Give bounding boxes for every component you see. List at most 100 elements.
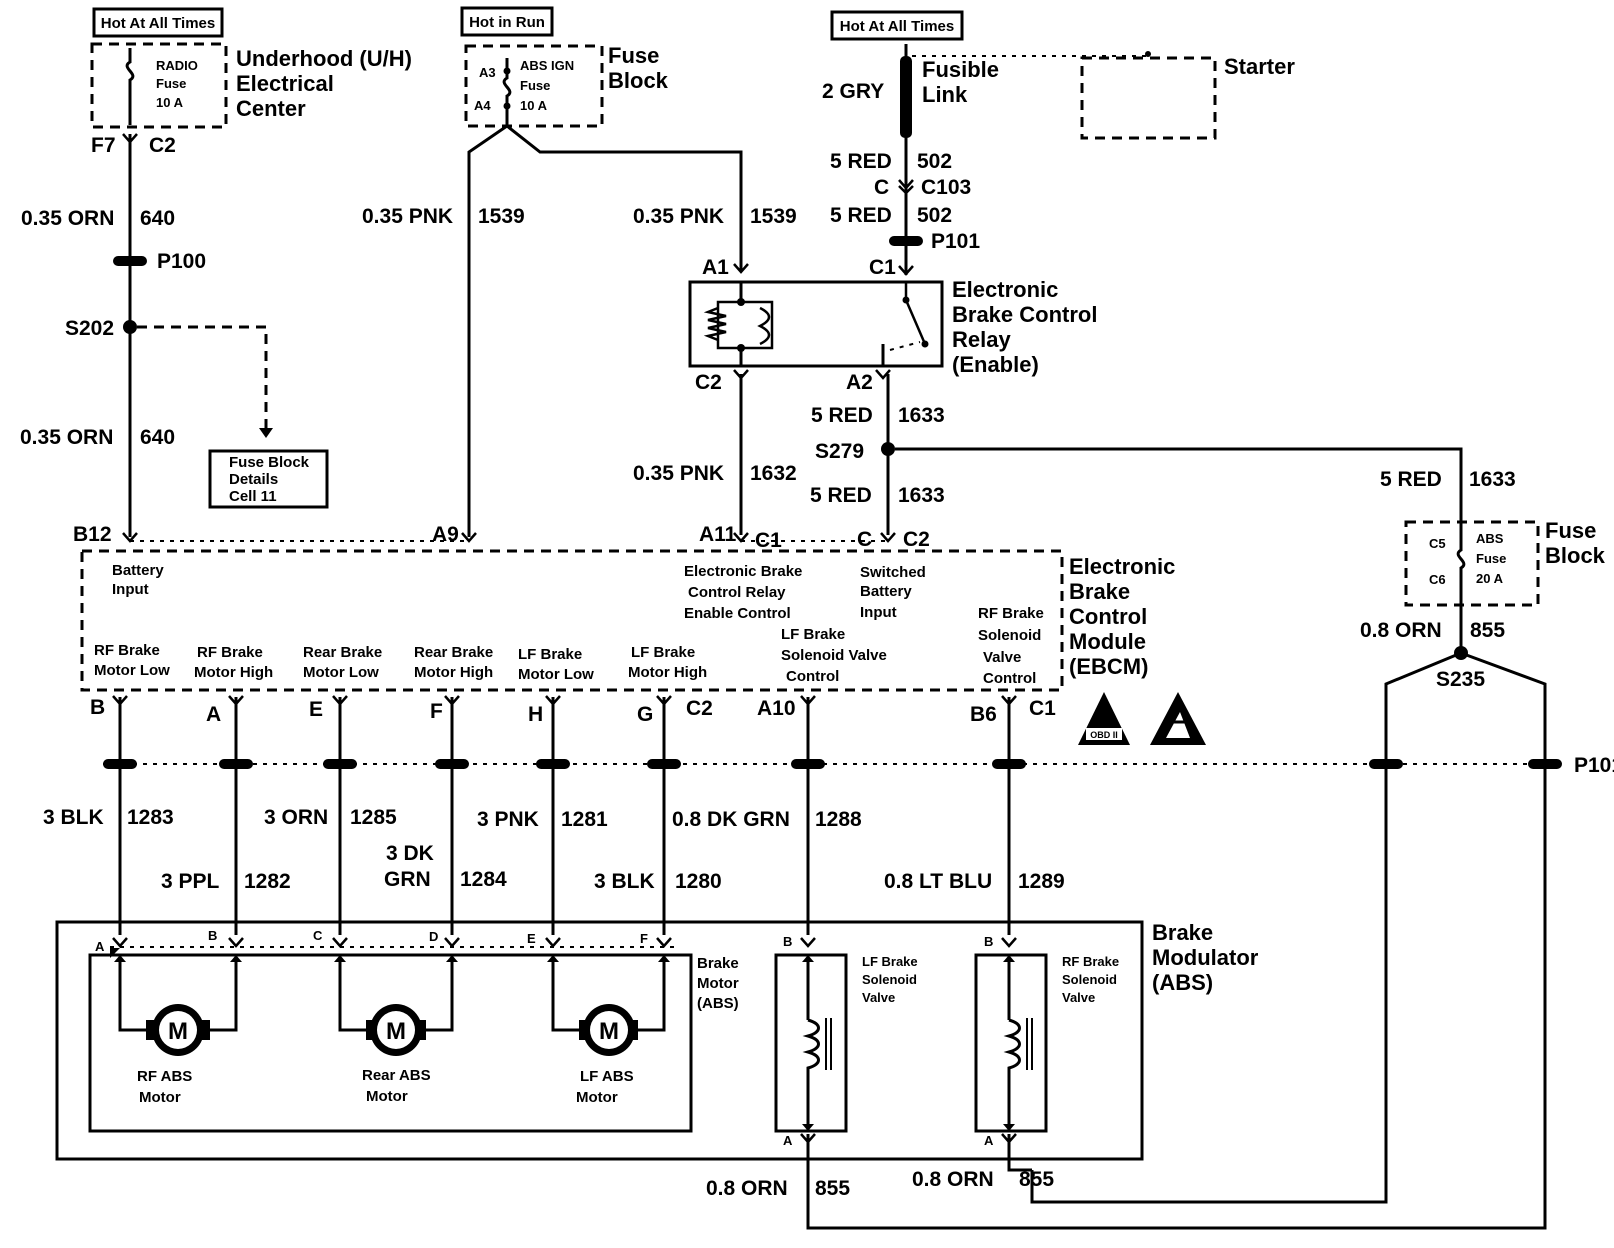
svg-text:Electrical: Electrical bbox=[236, 71, 334, 96]
svg-text:0.35 ORN: 0.35 ORN bbox=[20, 426, 113, 449]
svg-text:Electronic: Electronic bbox=[952, 277, 1058, 302]
svg-text:Electronic: Electronic bbox=[1069, 554, 1175, 579]
svg-text:C2: C2 bbox=[903, 528, 930, 551]
svg-text:Valve: Valve bbox=[862, 990, 895, 1005]
svg-text:Fuse Block: Fuse Block bbox=[229, 454, 310, 471]
svg-text:Fuse: Fuse bbox=[1545, 518, 1596, 543]
svg-text:0.8 DK GRN: 0.8 DK GRN bbox=[672, 808, 790, 831]
svg-text:OBD II: OBD II bbox=[1090, 730, 1118, 740]
svg-text:Block: Block bbox=[608, 68, 669, 93]
esd-icon bbox=[1150, 692, 1206, 745]
svg-text:0.35 ORN: 0.35 ORN bbox=[21, 207, 114, 230]
svg-text:3 PPL: 3 PPL bbox=[161, 870, 220, 893]
fuse-block-abs-ign: A3 A4 ABS IGN Fuse 10 A Fuse Block bbox=[464, 43, 669, 128]
svg-text:LF Brake: LF Brake bbox=[781, 626, 845, 643]
fusible-link: 2 GRY Fusible Link bbox=[822, 44, 999, 152]
svg-text:B6: B6 bbox=[970, 703, 997, 726]
svg-text:0.35 PNK: 0.35 PNK bbox=[633, 462, 724, 485]
wire-1633: 5 RED 1633 S279 5 RED 1633 C C2 5 RED 16… bbox=[810, 374, 1516, 551]
svg-text:640: 640 bbox=[140, 426, 175, 449]
svg-text:0.8 LT BLU: 0.8 LT BLU bbox=[884, 870, 992, 893]
svg-text:RF Brake: RF Brake bbox=[94, 642, 160, 659]
svg-text:P100: P100 bbox=[157, 250, 206, 273]
rf-abs-motor-icon: M bbox=[146, 1004, 210, 1056]
svg-text:(ABS): (ABS) bbox=[697, 995, 739, 1012]
svg-text:Cell 11: Cell 11 bbox=[229, 488, 277, 505]
svg-text:855: 855 bbox=[815, 1177, 850, 1200]
svg-text:GRN: GRN bbox=[384, 868, 431, 891]
svg-text:A: A bbox=[95, 939, 105, 954]
svg-text:Solenoid: Solenoid bbox=[1062, 972, 1117, 987]
svg-text:Valve: Valve bbox=[1062, 990, 1095, 1005]
starter: Starter bbox=[912, 51, 1295, 140]
svg-text:C: C bbox=[857, 528, 872, 551]
svg-text:Motor: Motor bbox=[139, 1089, 181, 1106]
svg-text:5 RED: 5 RED bbox=[1380, 468, 1442, 491]
svg-text:Hot At All Times: Hot At All Times bbox=[101, 15, 215, 32]
svg-text:B: B bbox=[208, 928, 217, 943]
svg-text:Brake: Brake bbox=[697, 955, 739, 972]
svg-text:C103: C103 bbox=[921, 176, 971, 199]
svg-text:A2: A2 bbox=[846, 371, 873, 394]
svg-text:C5: C5 bbox=[1429, 536, 1446, 551]
svg-text:B: B bbox=[984, 934, 993, 949]
svg-text:C: C bbox=[874, 176, 889, 199]
svg-text:3 DK: 3 DK bbox=[386, 842, 434, 865]
svg-text:B12: B12 bbox=[73, 523, 112, 546]
svg-text:0.35 PNK: 0.35 PNK bbox=[362, 205, 453, 228]
svg-text:1539: 1539 bbox=[478, 205, 525, 228]
svg-text:Motor Low: Motor Low bbox=[518, 666, 594, 683]
svg-text:C: C bbox=[313, 928, 323, 943]
fuse-block-details-ref: Fuse Block Details Cell 11 bbox=[208, 449, 329, 509]
svg-text:A3: A3 bbox=[479, 65, 496, 80]
svg-text:RF Brake: RF Brake bbox=[1062, 954, 1119, 969]
svg-text:1285: 1285 bbox=[350, 806, 397, 829]
svg-text:LF Brake: LF Brake bbox=[518, 646, 582, 663]
svg-text:A1: A1 bbox=[702, 256, 729, 279]
svg-text:A4: A4 bbox=[474, 98, 491, 113]
svg-text:1288: 1288 bbox=[815, 808, 862, 831]
svg-text:C6: C6 bbox=[1429, 572, 1446, 587]
abs-ign-fuse-icon bbox=[502, 58, 512, 106]
underhood-electrical-center: RADIO Fuse 10 A Underhood (U/H) Electric… bbox=[90, 42, 412, 157]
svg-text:Motor High: Motor High bbox=[628, 664, 707, 681]
wire-1539-to-relay: 0.35 PNK 1539 A1 bbox=[506, 124, 797, 279]
svg-text:1280: 1280 bbox=[675, 870, 722, 893]
solenoid-wires: 0.8 DK GRN 1288 0.8 LT BLU 1289 bbox=[672, 697, 1065, 935]
svg-text:Rear Brake: Rear Brake bbox=[303, 644, 382, 661]
svg-text:C2: C2 bbox=[695, 371, 722, 394]
svg-text:502: 502 bbox=[917, 150, 952, 173]
svg-text:RF ABS: RF ABS bbox=[137, 1068, 192, 1085]
svg-text:Solenoid: Solenoid bbox=[978, 627, 1041, 644]
svg-text:Motor: Motor bbox=[697, 975, 739, 992]
rf-solenoid-coil-icon bbox=[1003, 1018, 1021, 1130]
lf-brake-solenoid-valve: B LF Brake Solenoid Valve A bbox=[774, 934, 918, 1172]
svg-text:Solenoid Valve: Solenoid Valve bbox=[781, 647, 887, 664]
svg-text:A10: A10 bbox=[757, 697, 796, 720]
svg-text:Brake: Brake bbox=[1152, 920, 1213, 945]
svg-text:G: G bbox=[637, 703, 653, 726]
svg-text:A: A bbox=[783, 1133, 793, 1148]
svg-text:S235: S235 bbox=[1436, 668, 1485, 691]
svg-text:Module: Module bbox=[1069, 629, 1146, 654]
svg-text:502: 502 bbox=[917, 204, 952, 227]
svg-text:1284: 1284 bbox=[460, 868, 507, 891]
fuse-block-abs-20a: C5 C6 ABS Fuse 20 A Fuse Block bbox=[1404, 518, 1606, 607]
motor-wires: 3 BLK 1283 3 PPL 1282 3 ORN 1285 3 DK GR… bbox=[43, 697, 722, 935]
svg-text:C1: C1 bbox=[755, 529, 782, 552]
svg-text:5 RED: 5 RED bbox=[811, 404, 873, 427]
svg-text:855: 855 bbox=[1019, 1168, 1054, 1191]
svg-text:D: D bbox=[429, 929, 438, 944]
svg-text:Brake Control: Brake Control bbox=[952, 302, 1097, 327]
wire-1632: 0.35 PNK 1632 A11 C1 bbox=[633, 374, 797, 552]
svg-text:Center: Center bbox=[236, 96, 306, 121]
svg-text:5 RED: 5 RED bbox=[810, 484, 872, 507]
hot-in-run-header: Hot in Run bbox=[460, 6, 554, 37]
svg-text:Fuse: Fuse bbox=[156, 76, 186, 91]
ebcm-output-pins: B A E F H G C2 A10 B6 C1 bbox=[90, 694, 1056, 726]
brake-motor-abs: A B C D E F Brake Motor (ABS) M bbox=[88, 928, 739, 1133]
svg-text:Fuse: Fuse bbox=[520, 78, 550, 93]
relay-resistor-icon bbox=[703, 306, 727, 342]
svg-text:ABS IGN: ABS IGN bbox=[520, 58, 574, 73]
